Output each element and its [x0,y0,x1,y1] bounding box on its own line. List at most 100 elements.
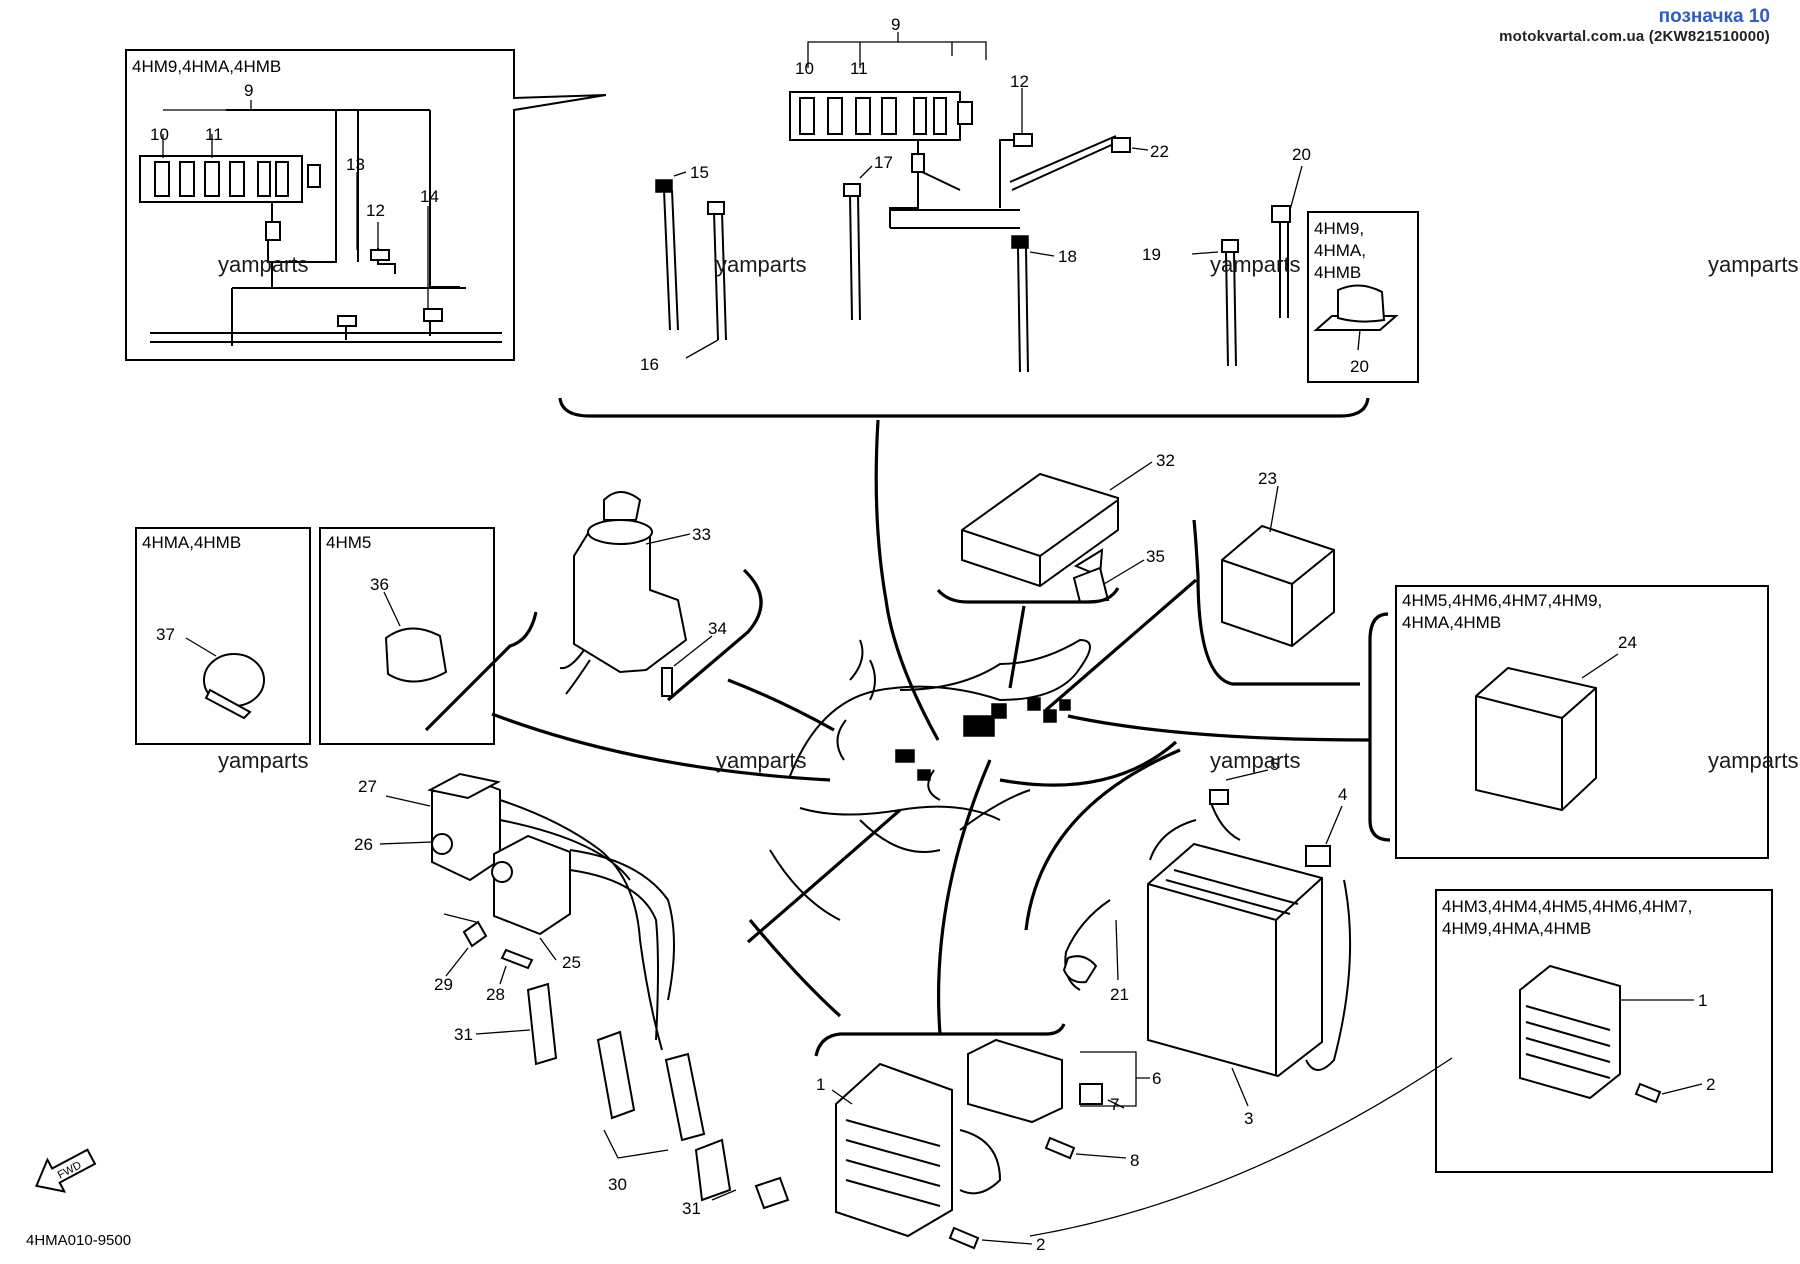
fuse-slot [913,97,927,135]
tie-head [1011,235,1029,249]
callout-17: 17 [874,153,893,172]
inset-label-1-line1: 4HM3,4HM4,4HM5,4HM6,4HM7, [1442,897,1692,916]
connector-part [370,249,390,261]
inset-box-36: 4HM5 36 [319,527,495,745]
relay-24-part [1475,666,1597,812]
header-badge: позначка 10 motokvartal.com.ua (2KW82151… [1499,6,1770,45]
callout-23: 23 [1258,469,1277,488]
callout-16: 16 [640,355,659,374]
inset-box-1: 4HM3,4HM4,4HM5,4HM6,4HM7, 4HM9,4HMA,4HMB… [1435,889,1773,1173]
callout-28: 28 [486,985,505,1004]
leader-igniter-to-harness [1008,605,1026,689]
plug-cap-31-part [526,982,558,1066]
callout-12: 12 [366,201,385,220]
callout-31: 31 [454,1025,473,1044]
watermark-text: yamparts [716,252,806,277]
cable-tie-20 [1279,222,1289,318]
connector-part [1013,133,1033,147]
callout-11: 11 [205,125,223,144]
tie-head [1221,239,1239,253]
regulator-group: 1 6 7 8 2 [814,1023,1453,1254]
callout-4: 4 [1338,785,1347,804]
ignition-coil-25-part [493,834,571,936]
inset-label-20-line3: 4HMB [1314,263,1361,282]
watermark-text: yamparts [1708,252,1798,277]
leader-top-to-harness [874,419,940,741]
regulator-to-inset-leader [1029,1057,1453,1237]
callout-6: 6 [1152,1069,1161,1088]
callout-13: 13 [346,155,365,174]
clamp-36-part [384,627,448,683]
callout-8: 8 [1130,1151,1139,1170]
callout-26: 26 [354,835,373,854]
callout-12: 12 [1010,72,1029,91]
inset-label-24-line1: 4HM5,4HM6,4HM7,4HM9, [1402,591,1602,610]
inset-label-20-line1: 4HM9, [1314,219,1364,238]
rectifier-regulator-part [1519,964,1621,1100]
callout-9: 9 [244,81,253,100]
igniter-group: 32 35 [936,451,1175,604]
fuse-slot [933,97,947,135]
leader-relay24-to-harness [1067,714,1371,742]
main-switch-part [573,529,688,674]
leader-switch-to-harness [491,712,831,782]
callout-25: 25 [562,953,581,972]
igniter-unit-part [961,472,1119,588]
tie-head [707,201,725,215]
callout-18: 18 [1058,247,1077,266]
ignition-coil-group: 27 26 25 29 28 31 30 31 [354,772,790,1218]
callout-7: 7 [1110,1095,1119,1114]
callout-2: 2 [1706,1075,1715,1094]
inset-label-24-line2: 4HMA,4HMB [1402,613,1501,632]
tie-head [1111,137,1131,153]
fuse-slot [799,97,815,135]
nut-29-part [462,920,488,948]
watermarks: yamparts yamparts yamparts yamparts yamp… [218,252,1798,773]
fuse-slot [204,161,220,197]
fuse-slot [855,97,871,135]
fuse-slot [179,161,195,197]
cable-tie-17 [849,193,861,321]
callout-11: 11 [850,59,868,78]
watermark-text: yamparts [1708,748,1798,773]
callout-14: 14 [420,187,439,206]
starter-relay-6-part [967,1038,1063,1124]
cable-tie-22 [1009,135,1119,191]
callout-21: 21 [1110,985,1129,1004]
connector-part [337,315,357,327]
callout-32: 32 [1156,451,1175,470]
fuse-slot [229,161,245,197]
cable-tie-15 [663,189,679,331]
leader-key-to-harness [727,678,835,732]
battery-part [1147,842,1323,1078]
badge-label: позначка 10 [1658,6,1770,27]
callout-10: 10 [150,125,169,144]
fuse-box-part [789,91,961,141]
callout-20: 20 [1292,145,1311,164]
fuse-slot [257,161,271,197]
watermark-text: yamparts [1210,252,1300,277]
callout-24: 24 [1618,633,1637,652]
callout-15: 15 [690,163,709,182]
bolt-34-part [661,667,673,697]
battery-bracket [1024,748,1181,931]
main-switch-group: 33 34 [424,491,763,732]
fwd-arrow-icon: FWD [35,1148,97,1193]
inset-label-37: 4HMA,4HMB [142,533,241,552]
callout-2: 2 [1036,1235,1045,1254]
callout-19: 19 [1142,245,1161,264]
callout-9: 9 [891,15,900,34]
fuse-7-part [1079,1083,1103,1105]
fuse-slot [275,161,289,197]
bracket-35-part [1072,566,1110,604]
watermark-text: yamparts [716,748,806,773]
inset-label-36: 4HM5 [326,533,371,552]
callout-1: 1 [816,1075,825,1094]
connector-part [911,153,925,173]
callout-37: 37 [156,625,175,644]
rectifier-regulator-part [835,1062,953,1238]
inset-box-37: 4HMA,4HMB 37 [135,527,311,745]
inset-box-24: 4HM5,4HM6,4HM7,4HM9, 4HMA,4HMB 24 [1368,585,1769,859]
fuse-slot [827,97,843,135]
